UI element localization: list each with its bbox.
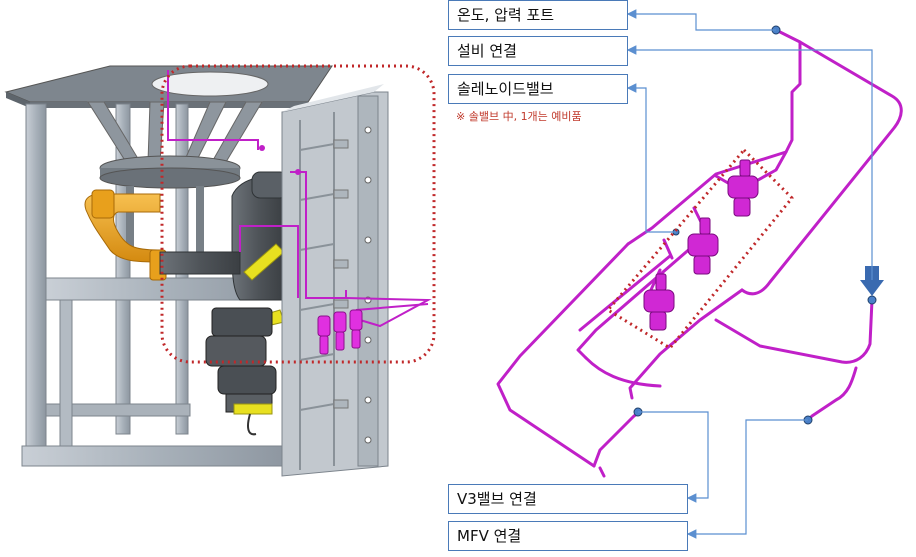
frame-beam (21, 445, 291, 467)
detail-highlight-frame (160, 64, 436, 364)
frame-assembly (4, 64, 436, 477)
label-equipment-connection: 설비 연결 (448, 36, 628, 66)
highlighted-solenoid-valves (317, 309, 363, 355)
callout-lines (626, 9, 873, 539)
solenoid-valve (727, 159, 759, 217)
top-plate-opening (151, 71, 269, 97)
label-temp-pressure-port: 온도, 압력 포트 (448, 0, 628, 30)
frame-column (25, 103, 47, 467)
valve-highlight-frame (606, 148, 794, 350)
solenoid-note: ※ 솔밸브 中, 1개는 예비품 (456, 110, 582, 123)
solenoid-valve (687, 217, 719, 275)
lower-valve-stack (211, 307, 273, 337)
solenoid-valve (643, 273, 675, 331)
label-v3-valve-connection: V3밸브 연결 (448, 484, 688, 514)
label-mfv-connection: MFV 연결 (448, 521, 688, 551)
label-solenoid-valve: 솔레노이드밸브 (448, 74, 628, 104)
piping-schematic (496, 25, 903, 478)
